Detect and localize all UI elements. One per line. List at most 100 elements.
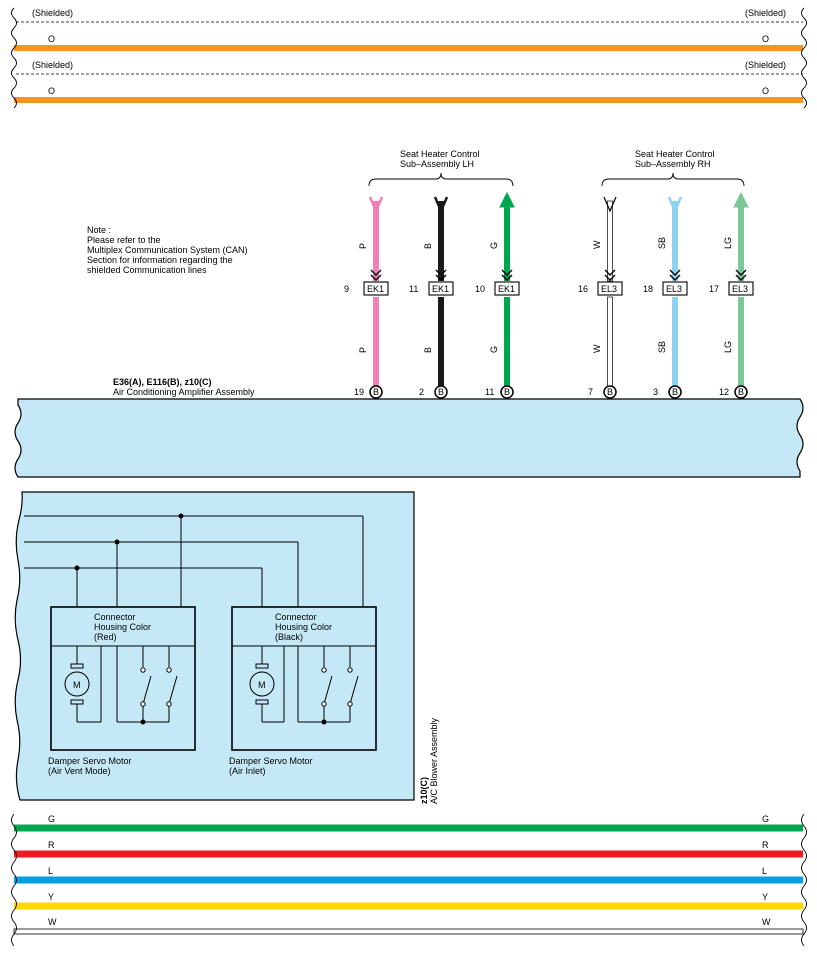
connector-chevron [501,269,513,281]
wire-code-label: SB [657,341,667,353]
motor-name-line2: (Air Inlet) [229,766,266,776]
wire-arrow-in [433,196,449,215]
wire-code-left: O [48,86,55,96]
amp-terminal [369,385,383,399]
motor-label: M [258,680,266,690]
wire-arrow-in [667,196,683,215]
shield-label-left: (Shielded) [32,60,73,70]
connector-chevron [435,269,447,281]
amp-terminal [500,385,514,399]
connector-name: EK1 [498,284,515,294]
wire-code-left: G [48,814,55,824]
amplifier-ids: E36(A), E116(B), z10(C) [113,377,212,387]
amp-connector-letter: B [373,387,379,397]
white-wire [13,928,804,935]
shield-label-right: (Shielded) [745,8,786,18]
motor-label: M [73,680,81,690]
connector-name: EK1 [367,284,384,294]
motor-icon [64,646,102,723]
seat-lh-line1: Seat Heater Control [400,149,480,159]
signal-wire-group: EK19PPB19SGEK111BBB2TSLEK110GGB11SHD+EL3… [344,191,755,414]
note-block: Note : Please refer to the Multiplex Com… [87,225,248,275]
switch-icon [116,646,178,723]
housing-line3: (Black) [275,632,303,642]
junction-dot [114,539,120,545]
wire-code-right: Y [762,892,768,902]
wire-code-left: L [48,866,53,876]
blower-name: A/C Blower Assembly [429,717,439,804]
connector-box [597,281,623,296]
connector-chevron [735,269,747,281]
seat-rh-line2: Sub–Assembly RH [635,159,711,169]
wire-code-label: W [592,344,602,353]
wire-code-right: R [762,840,769,850]
blower-box [14,491,415,801]
wire-code-label: W [592,240,602,249]
wire-code-label: LG [723,237,733,249]
wire-code-right: O [762,86,769,96]
amp-pin: 11 [485,387,494,397]
wire-code-right: L [762,866,767,876]
amp-pin: 2 [419,387,424,397]
wire-code-label: G [489,346,499,353]
wire-arrow-in [368,196,384,215]
amp-terminal [603,385,617,399]
amp-connector-letter: B [438,387,444,397]
motor-name-line1: Damper Servo Motor [229,756,313,766]
amp-pin: 12 [719,387,729,397]
connector-box [428,281,454,296]
wire-code-right: G [762,814,769,824]
wire-arrow-out [733,191,749,208]
motor-housing [231,606,377,751]
connector-box [363,281,389,296]
seat-heater-lh-label: Seat Heater Control Sub–Assembly LH [368,149,514,187]
amp-connector-letter: B [672,387,678,397]
brace-rh [601,172,745,187]
top-wire-group: (Shielded) (Shielded) O O (Shielded) (Sh… [11,7,807,109]
wire-code-label: P [358,243,368,249]
blower-id: z10(C) [419,777,429,804]
connector-chevron [604,269,616,281]
switch-icon [297,646,359,723]
motor-name-line2: (Air Vent Mode) [48,766,111,776]
connector-pin: 17 [709,284,719,294]
connector-box [728,281,754,296]
housing-line1: Connector [94,612,136,622]
note-line: Multiplex Communication System (CAN) [87,245,248,255]
wire-code-label: P [358,347,368,353]
wire-code-right: W [762,917,771,927]
amp-terminal [668,385,682,399]
housing-line1: Connector [275,612,317,622]
shield-label-left: (Shielded) [32,8,73,18]
connector-name: EL3 [666,284,682,294]
seat-rh-line1: Seat Heater Control [635,149,715,159]
break-mark-left [11,7,17,109]
connector-chevron [669,269,681,281]
seat-heater-rh-label: Seat Heater Control Sub–Assembly RH [601,149,745,187]
wire-code-left: O [48,34,55,44]
wire-code-left: Y [48,892,54,902]
brace-lh [368,172,514,187]
blower-internal-wiring [24,515,364,607]
connector-pin: 18 [643,284,653,294]
wire-code-right: O [762,34,769,44]
motor-icon [249,646,285,723]
connector-name: EL3 [601,284,617,294]
amplifier-assembly: E36(A), E116(B), z10(C) Air Conditioning… [14,377,804,478]
amp-connector-letter: B [504,387,510,397]
break-mark-right [801,813,807,947]
amp-pin: 7 [588,387,593,397]
amp-connector-letter: B [738,387,744,397]
motor-name-line1: Damper Servo Motor [48,756,132,766]
note-line: Section for information regarding the [87,255,233,265]
amp-connector-letter: B [607,387,613,397]
break-mark-left [11,813,17,947]
wire-arrow-out [499,191,515,208]
connector-pin: 16 [578,284,588,294]
junction-dot [178,513,184,519]
amp-terminal [734,385,748,399]
connector-name: EK1 [432,284,449,294]
amplifier-box [14,398,804,478]
wire-code-label: LG [723,341,733,353]
